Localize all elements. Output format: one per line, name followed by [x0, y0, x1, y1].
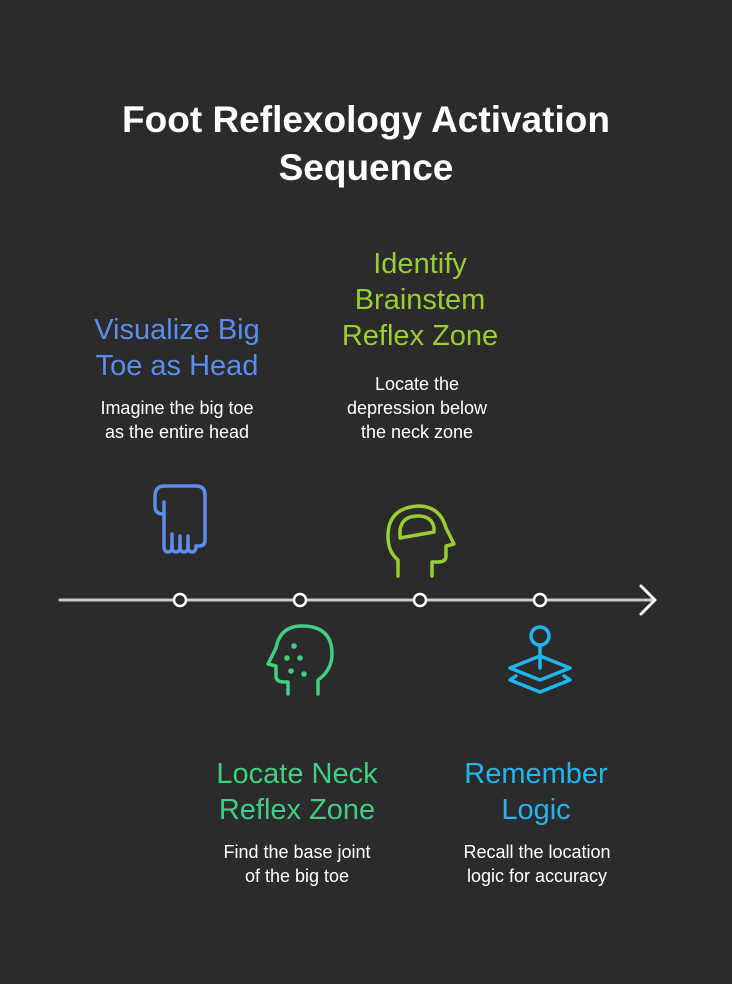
step-3-title-line: Identify — [373, 248, 467, 280]
step-4-desc-line: Recall the location — [463, 842, 611, 862]
step-3-title: Identify Brainstem Reflex Zone — [300, 246, 540, 354]
step-1-description: Imagine the big toe as the entire head — [57, 396, 297, 444]
step-4-title-line: Remember — [464, 758, 608, 790]
map-pin-icon — [508, 625, 572, 694]
step-1-desc-line: as the entire head — [104, 422, 250, 442]
step-3-desc-line: Locate the — [374, 374, 460, 394]
step-4-desc-line: logic for accuracy — [466, 866, 608, 886]
step-3-desc-line: depression below — [346, 398, 488, 418]
hand-icon — [153, 484, 207, 554]
step-2-description: Find the base joint of the big toe — [177, 840, 417, 888]
timeline-node-3 — [412, 592, 428, 608]
title-line-2: Sequence — [278, 147, 454, 188]
step-3-title-line: Reflex Zone — [341, 320, 499, 352]
step-4-description: Recall the location logic for accuracy — [417, 840, 657, 888]
step-4-title-line: Logic — [501, 794, 571, 826]
diagram-title: Foot Reflexology Activation Sequence — [0, 96, 732, 192]
step-1-title: Visualize Big Toe as Head — [57, 312, 297, 384]
step-1-title-line: Visualize Big — [94, 314, 260, 346]
step-2-title: Locate Neck Reflex Zone — [177, 756, 417, 828]
timeline-node-4 — [532, 592, 548, 608]
step-2-desc-line: Find the base joint — [223, 842, 371, 862]
timeline-node-1 — [172, 592, 188, 608]
step-3-title-line: Brainstem — [354, 284, 486, 316]
step-1-title-line: Toe as Head — [95, 350, 259, 382]
step-2-desc-line: of the big toe — [244, 866, 350, 886]
step-1-desc-line: Imagine the big toe — [100, 398, 254, 418]
timeline-arrowhead — [639, 584, 657, 616]
step-4-title: Remember Logic — [416, 756, 656, 828]
title-line-1: Foot Reflexology Activation — [122, 99, 610, 140]
step-2-title-line: Reflex Zone — [218, 794, 376, 826]
head-brain-icon — [386, 504, 456, 578]
step-3-description: Locate the depression below the neck zon… — [297, 372, 537, 444]
step-3-desc-line: the neck zone — [360, 422, 474, 442]
step-2-title-line: Locate Neck — [216, 758, 378, 790]
head-dots-icon — [266, 624, 334, 696]
timeline-node-2 — [292, 592, 308, 608]
